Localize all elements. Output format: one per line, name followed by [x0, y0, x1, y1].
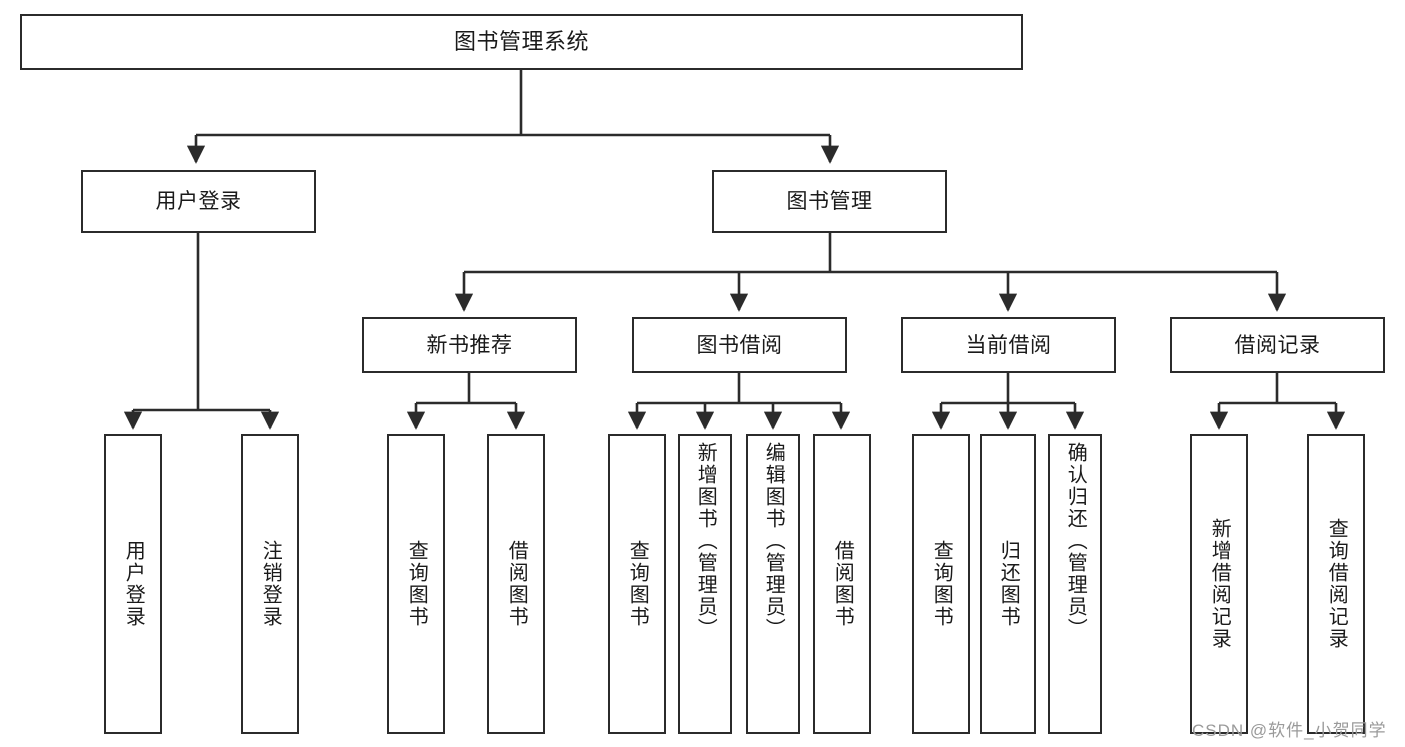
node-label: 用户登录	[122, 540, 145, 628]
node-label: 用户登录	[155, 190, 242, 213]
node-label: 归还图书	[997, 540, 1020, 628]
leaf-query-record[interactable]: 查询借阅记录	[1307, 434, 1365, 734]
leaf-user-login[interactable]: 用户登录	[104, 434, 162, 734]
node-borrow-record[interactable]: 借阅记录	[1170, 317, 1385, 373]
leaf-borrow-book-2[interactable]: 借阅图书	[813, 434, 871, 734]
leaf-borrow-book-1[interactable]: 借阅图书	[487, 434, 545, 734]
node-label: 查询图书	[405, 540, 428, 628]
leaf-add-book[interactable]: 新增图书（管理员）	[678, 434, 732, 734]
leaf-query-book-1[interactable]: 查询图书	[387, 434, 445, 734]
leaf-return-book[interactable]: 归还图书	[980, 434, 1036, 734]
node-label: 查询图书	[626, 540, 649, 628]
node-label: 借阅图书	[831, 540, 854, 628]
csdn-watermark: CSDN @软件_小贺同学	[1192, 721, 1387, 740]
node-label: 图书管理系统	[453, 29, 589, 54]
leaf-query-book-3[interactable]: 查询图书	[912, 434, 970, 734]
node-label: 确认归还（管理员）	[1064, 442, 1087, 640]
leaf-confirm-return[interactable]: 确认归还（管理员）	[1048, 434, 1102, 734]
leaf-logout-login[interactable]: 注销登录	[241, 434, 299, 734]
node-label: 注销登录	[259, 540, 282, 628]
leaf-add-record[interactable]: 新增借阅记录	[1190, 434, 1248, 734]
node-label: 新书推荐	[426, 333, 513, 357]
node-label: 图书管理	[786, 190, 873, 213]
node-book-manage[interactable]: 图书管理	[712, 170, 947, 233]
node-current-borrow[interactable]: 当前借阅	[901, 317, 1116, 373]
node-label: 当前借阅	[965, 333, 1052, 357]
node-label: 借阅记录	[1234, 333, 1321, 357]
node-label: 查询借阅记录	[1325, 518, 1348, 650]
node-root-book-management-system[interactable]: 图书管理系统	[20, 14, 1023, 70]
node-label: 借阅图书	[505, 540, 528, 628]
node-label: 新增图书（管理员）	[694, 442, 717, 640]
node-new-book-recommend[interactable]: 新书推荐	[362, 317, 577, 373]
node-book-borrow[interactable]: 图书借阅	[632, 317, 847, 373]
node-label: 新增借阅记录	[1208, 518, 1231, 650]
node-label: 查询图书	[930, 540, 953, 628]
node-label: 编辑图书（管理员）	[762, 442, 785, 640]
leaf-query-book-2[interactable]: 查询图书	[608, 434, 666, 734]
node-label: 图书借阅	[696, 333, 783, 357]
leaf-edit-book[interactable]: 编辑图书（管理员）	[746, 434, 800, 734]
node-user-login[interactable]: 用户登录	[81, 170, 316, 233]
